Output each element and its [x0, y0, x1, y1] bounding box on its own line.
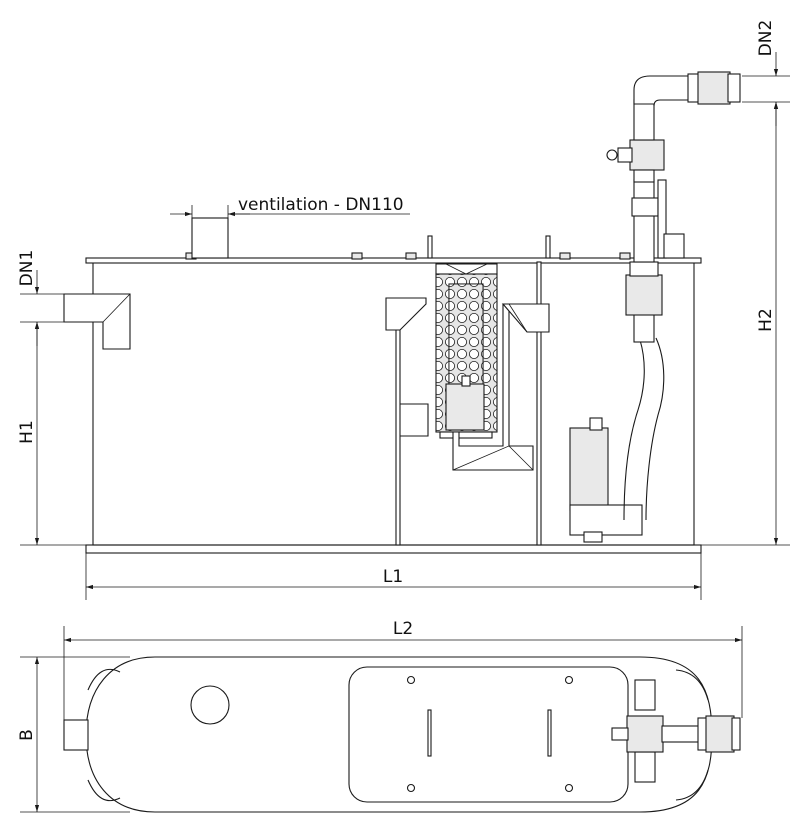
discharge-hose: [623, 337, 665, 521]
h1-label: H1: [17, 420, 37, 444]
l1-label: L1: [383, 567, 403, 587]
ventilation-pipe: [191, 217, 229, 259]
filter-cartridge: [435, 263, 498, 439]
base-plate: [85, 544, 702, 554]
plan-dimensions: L2 B: [17, 619, 743, 813]
tank-lid: [85, 257, 702, 264]
discharge-riser: [625, 179, 685, 343]
ventilation-opening-plan: [190, 685, 230, 725]
baffle-elbow-left: [385, 297, 427, 331]
h2-label: H2: [756, 308, 776, 332]
outlet-channel: [452, 303, 550, 471]
plan-view: [63, 656, 741, 813]
outlet-elbow: [633, 71, 741, 107]
side-view: [63, 71, 741, 554]
gate-valve: [606, 99, 665, 183]
inlet-elbow: [63, 293, 131, 350]
cover-bolts: [406, 675, 574, 793]
cover-handles: [427, 709, 552, 757]
l2-label: L2: [393, 619, 413, 639]
dn2-label: DN2: [756, 20, 776, 57]
dn1-label: DN1: [17, 250, 37, 287]
submersible-pump: [569, 417, 643, 543]
side-dimensions: ventilation - DN110 DN1 H1 DN2 H2 L1: [17, 20, 790, 600]
inlet-stub-plan: [63, 719, 89, 751]
inspection-cover: [348, 666, 629, 803]
ventilation-label: ventilation - DN110: [238, 195, 404, 215]
b-label: B: [17, 729, 37, 741]
outlet-plan: [611, 679, 741, 783]
